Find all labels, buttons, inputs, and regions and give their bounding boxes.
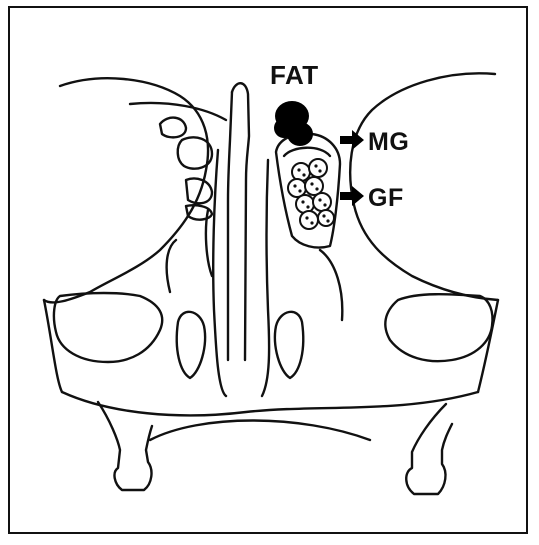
left-maxillary-sinus bbox=[54, 293, 162, 362]
crista-galli bbox=[232, 83, 249, 360]
palate-inner-arch bbox=[150, 421, 370, 441]
gland-2 bbox=[309, 159, 327, 177]
ethmoid-cell-left-1 bbox=[160, 118, 186, 138]
gland-cluster bbox=[288, 159, 334, 229]
left-alveolar-process bbox=[98, 402, 152, 490]
right-alveolar-process bbox=[406, 404, 452, 494]
left-nasal-wall bbox=[213, 150, 226, 396]
fat-mass bbox=[274, 101, 313, 146]
label-gf: GF bbox=[368, 184, 404, 213]
label-mg: MG bbox=[368, 128, 409, 157]
gland-8 bbox=[318, 210, 334, 226]
left-orbit-outline bbox=[44, 78, 208, 302]
right-capsule-inner bbox=[284, 148, 330, 156]
ethmoid-cell-left-3 bbox=[186, 179, 212, 204]
left-inferior-turbinate bbox=[177, 312, 205, 378]
arrow-mg bbox=[340, 130, 364, 150]
left-middle-turbinate bbox=[206, 210, 212, 276]
palate-arch bbox=[62, 392, 478, 415]
right-inferior-turbinate bbox=[275, 312, 303, 378]
gland-7 bbox=[300, 211, 318, 229]
left-turbinate-hook bbox=[167, 240, 176, 292]
right-nasal-wall bbox=[262, 160, 269, 396]
right-maxillary-sinus bbox=[385, 294, 492, 361]
label-fat: FAT bbox=[270, 60, 319, 91]
gland-6 bbox=[313, 193, 331, 211]
right-turbinate-hook bbox=[320, 250, 342, 320]
crista-galli-left bbox=[228, 92, 232, 360]
arrow-gf bbox=[340, 186, 364, 206]
